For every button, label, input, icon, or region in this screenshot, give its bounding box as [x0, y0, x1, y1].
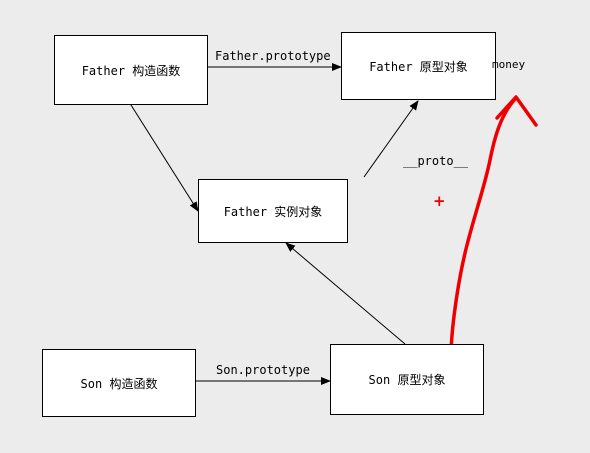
- red-plus-mark: +: [433, 192, 446, 210]
- arrow-father-constructor-to-instance: [130, 104, 199, 212]
- son-constructor-label: Son 构造函数: [80, 376, 158, 391]
- red-freehand-arrow: [449, 96, 518, 359]
- arrow-son-prototype-to-father-instance: [285, 242, 406, 345]
- father-instance-box: Father 实例对象: [198, 179, 348, 243]
- money-label: money: [492, 58, 526, 71]
- edge-label-father-prototype: Father.prototype: [215, 49, 331, 63]
- red-arrowhead: [495, 95, 538, 127]
- father-instance-label: Father 实例对象: [223, 204, 323, 219]
- father-prototype-label: Father 原型对象: [369, 59, 468, 74]
- edge-label-son-prototype: Son.prototype: [216, 363, 310, 377]
- father-prototype-box: Father 原型对象: [341, 32, 496, 100]
- father-constructor-label: Father 构造函数: [81, 63, 181, 78]
- father-constructor-box: Father 构造函数: [54, 35, 208, 105]
- son-prototype-box: Son 原型对象: [330, 344, 484, 415]
- son-prototype-label: Son 原型对象: [368, 373, 446, 387]
- son-constructor-box: Son 构造函数: [42, 349, 196, 417]
- edge-label-proto: __proto__: [403, 154, 469, 168]
